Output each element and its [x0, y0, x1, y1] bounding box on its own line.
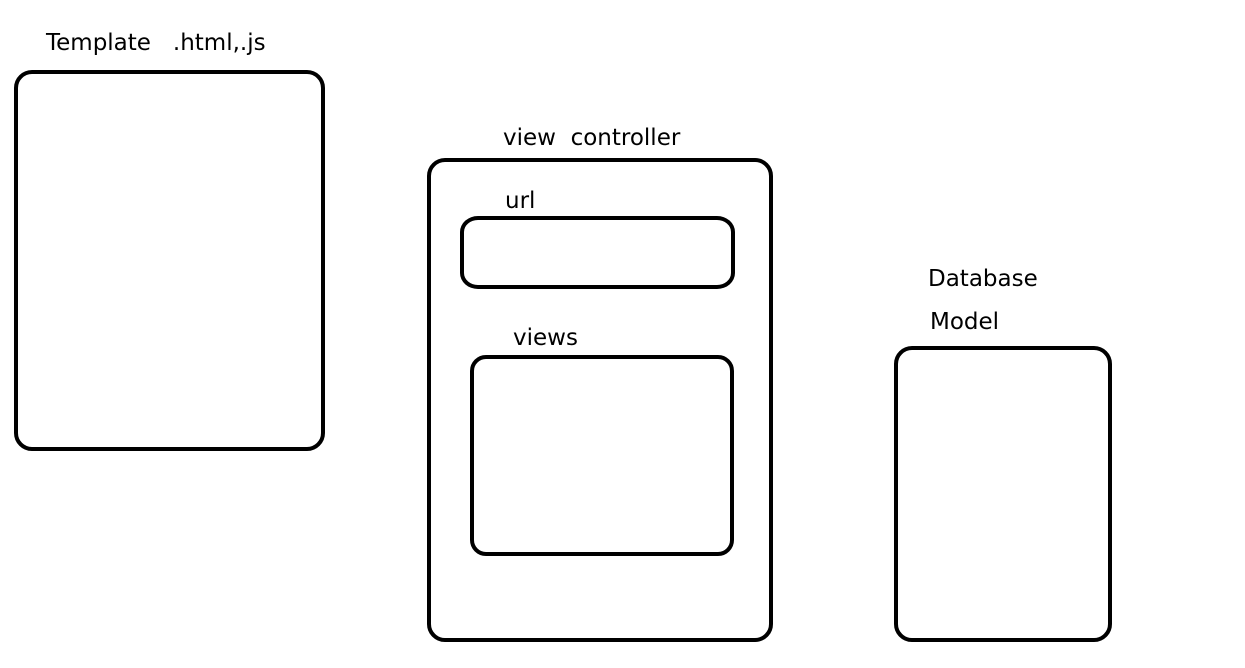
template-title: Template .html,.js: [46, 30, 266, 56]
view-controller-box: [427, 158, 773, 642]
template-box: [14, 70, 325, 451]
views-box: [470, 355, 734, 556]
database-label: Database: [928, 266, 1038, 292]
url-label: url: [505, 188, 536, 214]
views-label: views: [513, 325, 578, 351]
database-model-box: [894, 346, 1112, 642]
url-box: [460, 216, 735, 289]
view-controller-title: view controller: [503, 125, 681, 151]
model-label: Model: [930, 309, 1000, 335]
